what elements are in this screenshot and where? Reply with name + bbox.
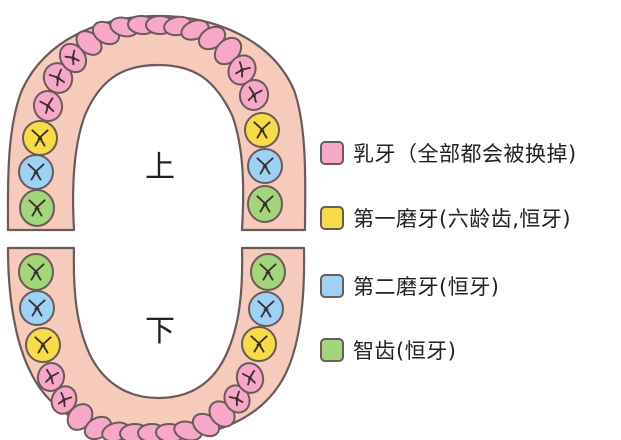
legend-item-wisdom-tooth: 智齿(恒牙): [320, 335, 456, 365]
legend: 乳牙（全部都会被换掉) 第一磨牙(六龄齿,恒牙) 第二磨牙(恒牙) 智齿(恒牙): [320, 0, 621, 440]
lower-second-molar: [248, 291, 284, 327]
lower-primary-tooth: [50, 385, 78, 415]
legend-label-wisdom: 智齿(恒牙): [353, 339, 457, 363]
upper-first-molar: [244, 112, 280, 148]
upper-jaw-label: 上: [145, 150, 175, 185]
lower-first-molar: [241, 326, 277, 362]
lower-primary-tooth: [36, 362, 66, 392]
legend-label-primary: 乳牙（全部都会被换掉): [353, 142, 577, 166]
legend-swatch-first-molar: [320, 206, 344, 230]
upper-second-molar: [18, 154, 54, 190]
lower-first-molar: [25, 327, 61, 363]
lower-wisdom-tooth: [18, 253, 54, 291]
legend-label-second-molar: 第二磨牙(恒牙): [353, 275, 500, 299]
upper-primary-tooth: [238, 79, 270, 111]
upper-wisdom-tooth: [19, 189, 55, 227]
upper-second-molar: [247, 148, 283, 184]
lower-primary-tooth: [235, 362, 265, 394]
lower-jaw-label: 下: [145, 314, 175, 349]
legend-label-first-molar: 第一磨牙(六龄齿,恒牙): [353, 207, 572, 231]
lower-second-molar: [19, 290, 55, 326]
upper-arch: [6, 14, 307, 232]
legend-item-second-molar: 第二磨牙(恒牙): [320, 271, 499, 301]
upper-first-molar: [22, 120, 58, 156]
lower-arch: [6, 246, 306, 440]
legend-item-primary-teeth: 乳牙（全部都会被换掉): [320, 138, 577, 168]
upper-primary-tooth: [32, 90, 64, 122]
lower-wisdom-tooth: [250, 253, 286, 291]
upper-primary-tooth: [227, 54, 257, 86]
legend-item-first-molar: 第一磨牙(六龄齿,恒牙): [320, 203, 571, 233]
upper-wisdom-tooth: [247, 185, 283, 223]
legend-swatch-second-molar: [320, 274, 344, 298]
legend-swatch-primary: [320, 141, 344, 165]
legend-swatch-wisdom: [320, 338, 344, 362]
